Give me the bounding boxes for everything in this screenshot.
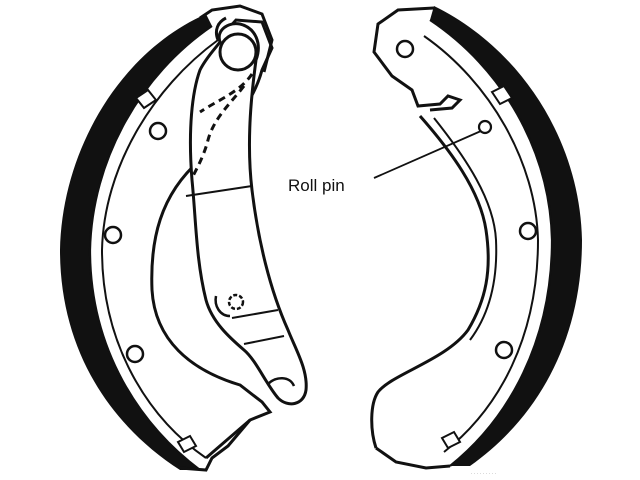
right-shoe-top-end <box>372 6 463 112</box>
left-shoe-rim-inner <box>100 39 219 459</box>
roll-pin <box>477 119 493 135</box>
right-shoe-web-inner <box>433 117 498 341</box>
right-rivet-hole-3 <box>494 340 514 360</box>
lever-pivot-boss <box>218 32 258 72</box>
right-rim-tab-top <box>490 84 514 106</box>
brake-shoe-left <box>60 4 274 472</box>
left-rim-tab-bottom <box>176 434 198 454</box>
right-rivet-hole-2 <box>518 221 538 241</box>
watermark: ········· <box>470 468 497 478</box>
right-shoe-bottom-end <box>375 446 451 470</box>
lever-cross-line-2 <box>231 309 279 319</box>
left-rim-tab-top <box>134 88 158 110</box>
left-shoe-top-end <box>199 4 274 73</box>
lever-hidden-cable <box>190 73 254 179</box>
roll-pin-label: Roll pin <box>288 176 345 195</box>
brake-shoe-right <box>370 6 582 470</box>
right-shoe-rim-inner <box>423 35 540 453</box>
left-rivet-hole-3 <box>125 344 145 364</box>
left-shoe-rim <box>88 25 213 471</box>
lever-outline <box>188 22 308 406</box>
right-shoe-rim <box>429 19 554 467</box>
left-friction-lining <box>60 14 212 470</box>
left-shoe-bottom-end <box>179 419 252 472</box>
parking-brake-lever <box>185 22 308 406</box>
lever-hook <box>267 377 296 387</box>
right-rivet-hole-1 <box>395 39 415 59</box>
lever-pivot-rivet <box>227 293 245 311</box>
right-friction-lining <box>430 6 582 466</box>
lever-cross-line-1 <box>185 185 253 197</box>
right-shoe-web <box>370 115 490 449</box>
left-rivet-hole-1 <box>148 121 168 141</box>
roll-pin-circle <box>477 119 493 135</box>
lever-cross-line-3 <box>243 335 285 345</box>
lever-pivot-notch <box>214 295 231 318</box>
left-rivet-hole-2 <box>103 225 123 245</box>
right-rim-tab-bottom <box>440 430 462 450</box>
roll-pin-leader-line <box>373 130 482 179</box>
